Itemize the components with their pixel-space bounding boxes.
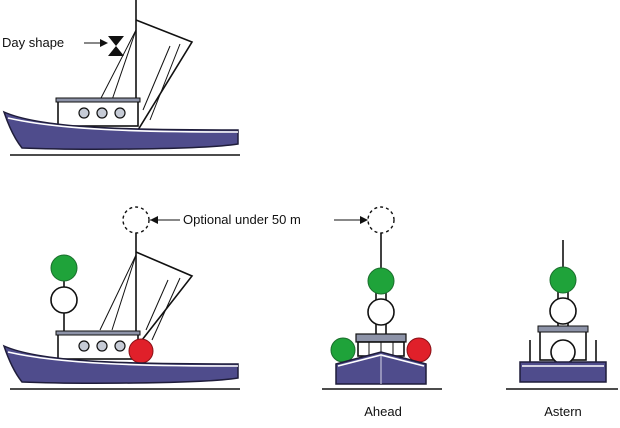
- porthole: [114, 340, 126, 352]
- optional-masthead-light: [367, 206, 395, 234]
- porthole: [78, 107, 90, 119]
- green-all-round-light: [549, 266, 577, 294]
- port-sidelight-red: [406, 337, 432, 363]
- porthole: [78, 340, 90, 352]
- vessel-ahead-view: Ahead: [322, 206, 442, 419]
- white-all-round-light: [367, 298, 395, 326]
- green-all-round-light: [367, 267, 395, 295]
- white-all-round-light: [50, 286, 78, 314]
- outrigger-wire: [142, 45, 171, 111]
- day-shape-upper-cone: [108, 36, 124, 46]
- outrigger: [135, 251, 194, 341]
- outrigger-wire: [145, 279, 169, 331]
- optional-callout: Optional under 50 m: [150, 212, 368, 227]
- astern-label: Astern: [544, 404, 582, 419]
- outrigger-wire: [151, 277, 181, 341]
- hull-stern: [519, 361, 607, 383]
- vessel-astern-view: Astern: [506, 240, 618, 419]
- porthole: [96, 107, 108, 119]
- green-all-round-light: [50, 254, 78, 282]
- stay: [111, 29, 137, 101]
- stay: [99, 29, 137, 101]
- vessel-day-shape: Day shape: [2, 0, 240, 156]
- ahead-label: Ahead: [364, 404, 402, 419]
- day-shape-lower-cone: [108, 46, 124, 56]
- stern-light: [550, 339, 576, 365]
- hull-stripe: [7, 351, 239, 367]
- optional-arrowhead-left: [150, 216, 158, 224]
- porthole: [96, 340, 108, 352]
- optional-label: Optional under 50 m: [183, 212, 301, 227]
- outrigger-wire: [149, 43, 181, 121]
- wheelhouse-roof: [55, 330, 141, 336]
- stern-roof: [537, 325, 589, 333]
- hull-stripe: [7, 117, 239, 133]
- day-shape-arrowhead: [100, 39, 108, 47]
- starboard-sidelight-green: [330, 337, 356, 363]
- optional-arrowhead-right: [360, 216, 368, 224]
- outrigger: [135, 19, 194, 131]
- white-all-round-light: [549, 297, 577, 325]
- day-shape-label: Day shape: [2, 35, 64, 50]
- wheelhouse-roof: [355, 333, 407, 343]
- wheelhouse-roof: [55, 97, 141, 103]
- vessel-side-lights: [2, 206, 240, 390]
- optional-masthead-light: [122, 206, 150, 234]
- port-sidelight-red: [128, 338, 154, 364]
- stay: [99, 254, 137, 331]
- porthole: [114, 107, 126, 119]
- stay: [111, 254, 137, 331]
